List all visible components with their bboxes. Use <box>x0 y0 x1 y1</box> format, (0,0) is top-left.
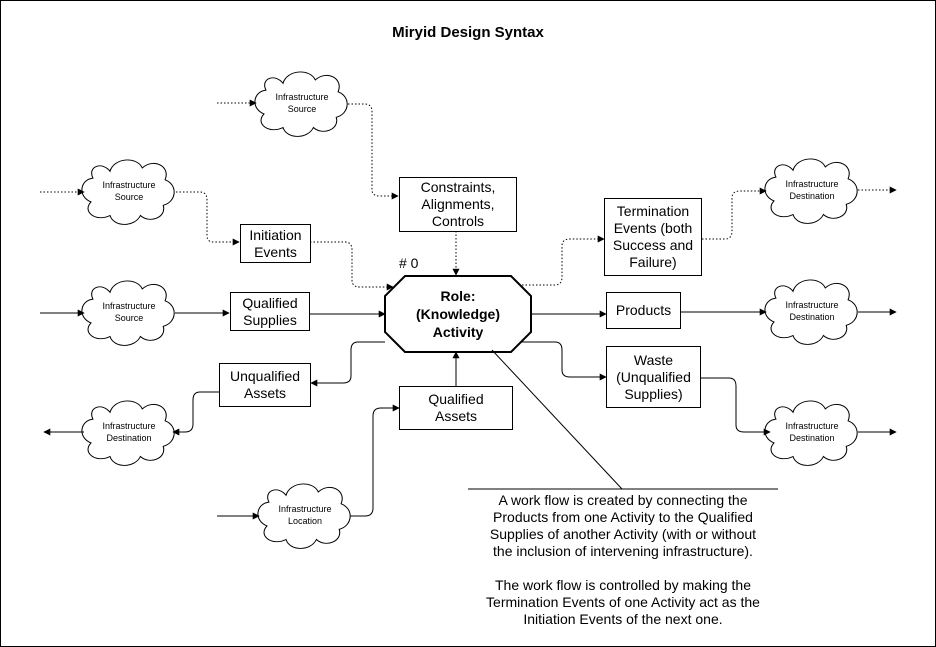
constraints-label: Constraints, Alignments, Controls <box>420 179 496 229</box>
connector-role-to-termination <box>522 235 605 286</box>
connector-top-source-to-constraints <box>348 103 399 200</box>
connector-role-to-unqualified <box>310 341 385 387</box>
initiation-events-box: Initiation Events <box>240 224 311 263</box>
cloud-label-source-mid: Infrastructure Source <box>102 180 156 202</box>
cloud-label-source-top: Infrastructure Source <box>275 92 329 114</box>
connector-waste-to-dest <box>701 377 771 436</box>
connector-unqualified-to-dest <box>172 391 219 436</box>
products-box: Products <box>606 292 681 329</box>
termination-events-label: Termination Events (both Success and Fai… <box>612 203 694 270</box>
qualified-assets-label: Qualified Assets <box>428 391 484 424</box>
unqualified-assets-box: Unqualified Assets <box>219 363 311 407</box>
connector-location-to-assets <box>350 404 400 517</box>
products-label: Products <box>615 302 672 318</box>
termination-events-box: Termination Events (both Success and Fai… <box>604 198 702 276</box>
waste-box: Waste (Unqualified Supplies) <box>606 346 701 408</box>
connector-initiation-to-role <box>310 241 394 291</box>
initiation-events-label: Initiation Events <box>249 226 302 260</box>
node-number: # 0 <box>399 255 419 271</box>
waste-label: Waste (Unqualified Supplies) <box>616 351 691 402</box>
cloud-label-dest-low-right: Infrastructure Destination <box>785 421 839 443</box>
qualified-supplies-box: Qualified Supplies <box>230 292 310 331</box>
cloud-label-dest-left: Infrastructure Destination <box>102 421 156 443</box>
connector-termination-to-dest <box>702 187 767 240</box>
cloud-label-dest-top-right: Infrastructure Destination <box>785 179 839 201</box>
unqualified-assets-label: Unqualified Assets <box>229 368 301 401</box>
qualified-assets-box: Qualified Assets <box>399 386 513 430</box>
cloud-label-location: Infrastructure Location <box>278 504 332 526</box>
cloud-label-dest-mid-right: Infrastructure Destination <box>785 300 839 322</box>
role-activity-label: Role: (Knowledge) Activity <box>416 288 500 340</box>
role-activity-node <box>384 275 532 353</box>
diagram-title: Miryid Design Syntax <box>392 24 544 41</box>
workflow-note: A work flow is created by connecting the… <box>486 492 760 627</box>
cloud-label-source-low: Infrastructure Source <box>102 301 156 323</box>
qualified-supplies-label: Qualified Supplies <box>242 294 298 328</box>
connector-role-to-waste <box>520 341 607 381</box>
note-leader-line <box>491 349 623 490</box>
connector-mid-source-to-initiation <box>176 191 240 246</box>
constraints-box: Constraints, Alignments, Controls <box>399 177 517 232</box>
